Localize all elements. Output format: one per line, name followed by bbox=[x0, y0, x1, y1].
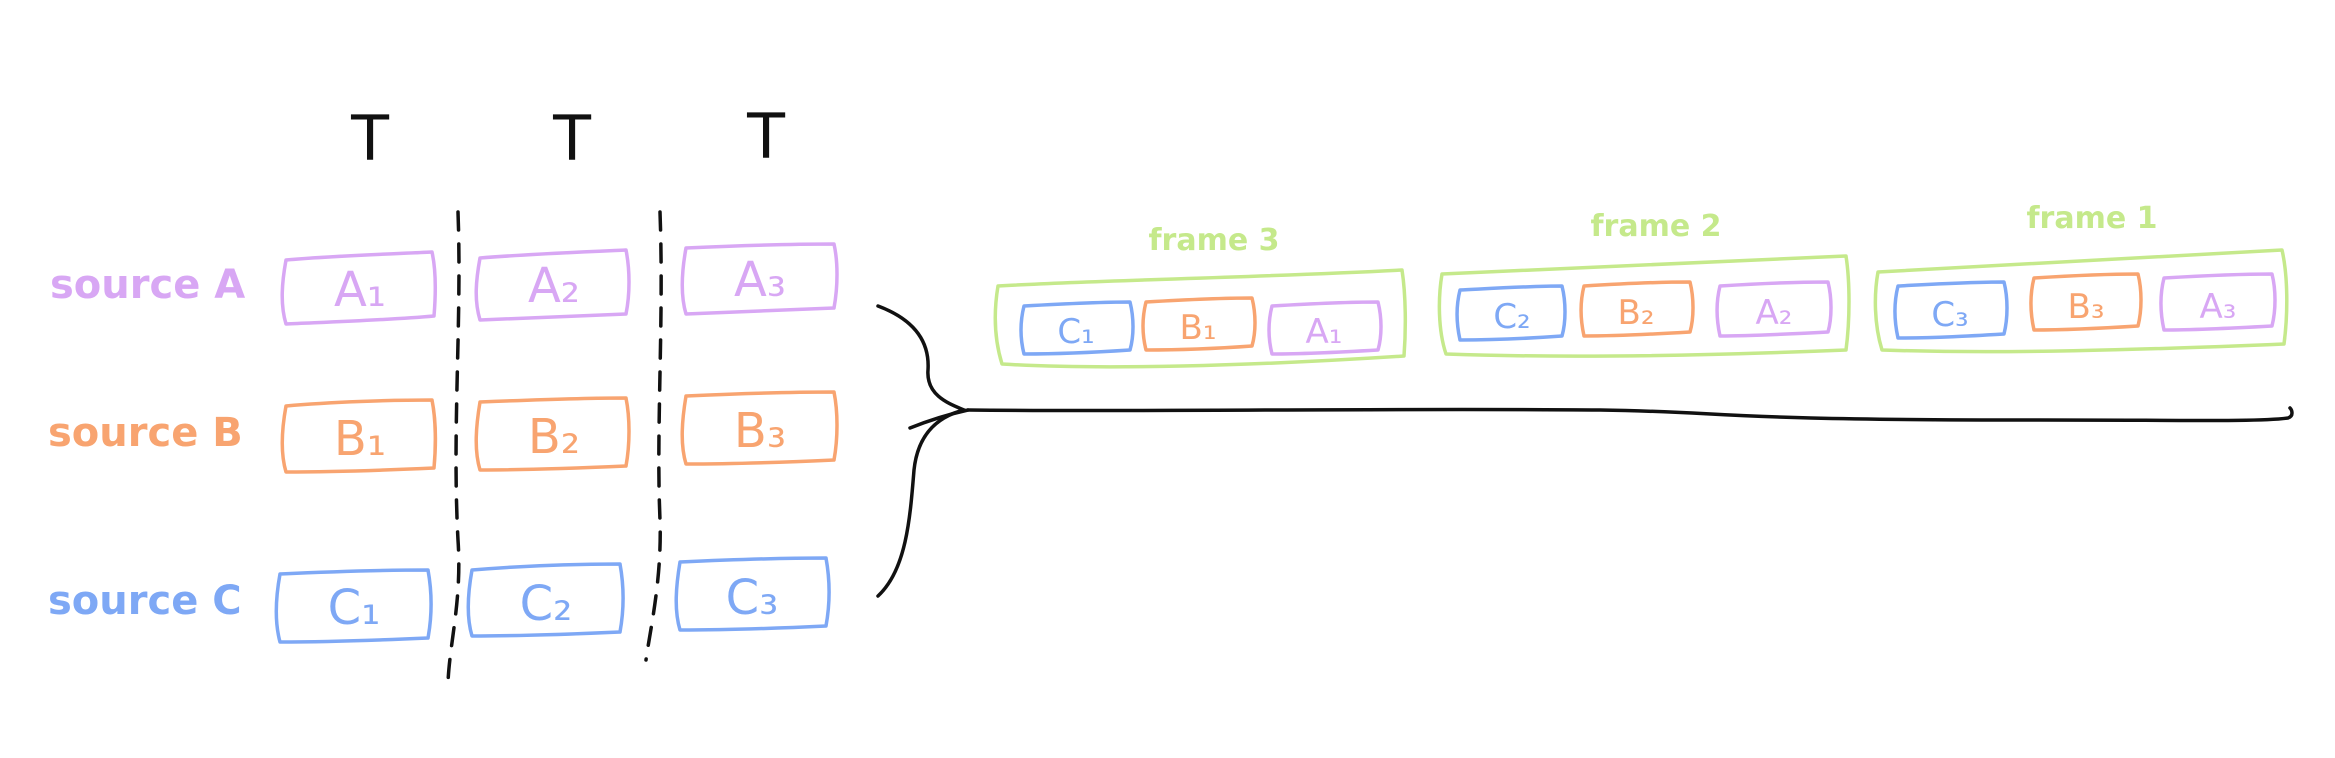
frame-1-item-1 bbox=[1893, 280, 2009, 340]
frame-1-item-1-text: C₃ bbox=[1931, 295, 1968, 335]
source-a-box-1-text: A₁ bbox=[334, 262, 386, 318]
frame-3-item-2 bbox=[1141, 296, 1257, 352]
source-a-box-2 bbox=[474, 248, 631, 322]
frame-3-item-2-text: B₁ bbox=[1180, 308, 1217, 348]
frame-3-item-1-text: C₁ bbox=[1057, 312, 1094, 352]
source-labels: source A source B source C bbox=[48, 262, 245, 624]
time-label-3: T bbox=[746, 100, 786, 173]
frame-1-item-3-text: A₃ bbox=[2200, 287, 2237, 327]
frame-1-label: frame 1 bbox=[2026, 201, 2157, 236]
source-c-box-1-text: C₁ bbox=[328, 580, 381, 636]
source-b-box-1 bbox=[280, 398, 438, 474]
time-divider-1 bbox=[446, 210, 461, 684]
source-a-box-3-text: A₃ bbox=[734, 252, 786, 308]
source-c-box-2 bbox=[466, 562, 625, 638]
source-c-box-3-text: C₃ bbox=[726, 570, 779, 626]
source-a-box-3 bbox=[680, 242, 839, 316]
source-c-box-3 bbox=[674, 556, 831, 632]
frame-3-box bbox=[993, 268, 1408, 369]
source-b-box-3 bbox=[680, 390, 839, 466]
source-a-row: A₁ A₂ A₃ bbox=[280, 242, 839, 326]
source-b-box-2 bbox=[474, 396, 631, 472]
frame-3-group: frame 3 C₁ B₁ A₁ bbox=[993, 223, 1408, 369]
source-b-box-2-text: B₂ bbox=[528, 409, 580, 465]
output-timeline bbox=[966, 406, 2294, 423]
time-labels: T T T bbox=[350, 100, 786, 175]
source-b-label: source B bbox=[48, 410, 243, 456]
source-a-box-2-text: A₂ bbox=[528, 258, 580, 314]
time-divider-2 bbox=[644, 210, 663, 662]
frame-3-item-3-text: A₁ bbox=[1306, 312, 1343, 352]
frame-1-item-3 bbox=[2159, 272, 2277, 332]
frame-2-item-3 bbox=[1715, 280, 1833, 338]
frame-3-item-3 bbox=[1267, 300, 1383, 356]
frame-1-item-2 bbox=[2029, 272, 2143, 332]
frame-2-item-3-text: A₂ bbox=[1756, 293, 1793, 333]
frame-1-group: frame 1 C₃ B₃ A₃ bbox=[1873, 201, 2289, 354]
source-a-box-1 bbox=[280, 250, 438, 326]
merge-brace bbox=[876, 304, 970, 598]
time-label-2: T bbox=[552, 102, 592, 175]
source-c-row: C₁ C₂ C₃ bbox=[274, 556, 831, 644]
frame-3-item-1 bbox=[1019, 300, 1135, 356]
time-label-1: T bbox=[350, 102, 390, 175]
frame-2-label: frame 2 bbox=[1590, 209, 1721, 244]
merge-arrow-head bbox=[908, 408, 970, 430]
source-a-label: source A bbox=[50, 262, 245, 308]
source-b-box-3-text: B₃ bbox=[734, 403, 786, 459]
frame-1-box bbox=[1873, 248, 2289, 354]
frame-2-item-1 bbox=[1455, 284, 1567, 342]
frame-2-group: frame 2 C₂ B₂ A₂ bbox=[1437, 209, 1851, 358]
source-c-box-1 bbox=[274, 568, 433, 644]
frame-2-item-2 bbox=[1579, 280, 1695, 338]
source-b-box-1-text: B₁ bbox=[334, 411, 386, 467]
frame-2-box bbox=[1437, 254, 1851, 358]
frame-3-label: frame 3 bbox=[1148, 223, 1279, 258]
frame-1-item-2-text: B₃ bbox=[2068, 287, 2105, 327]
frame-2-item-2-text: B₂ bbox=[1618, 293, 1655, 333]
source-b-row: B₁ B₂ B₃ bbox=[280, 390, 839, 474]
source-c-label: source C bbox=[48, 578, 242, 624]
source-c-box-2-text: C₂ bbox=[520, 576, 573, 632]
frame-2-item-1-text: C₂ bbox=[1493, 297, 1530, 337]
